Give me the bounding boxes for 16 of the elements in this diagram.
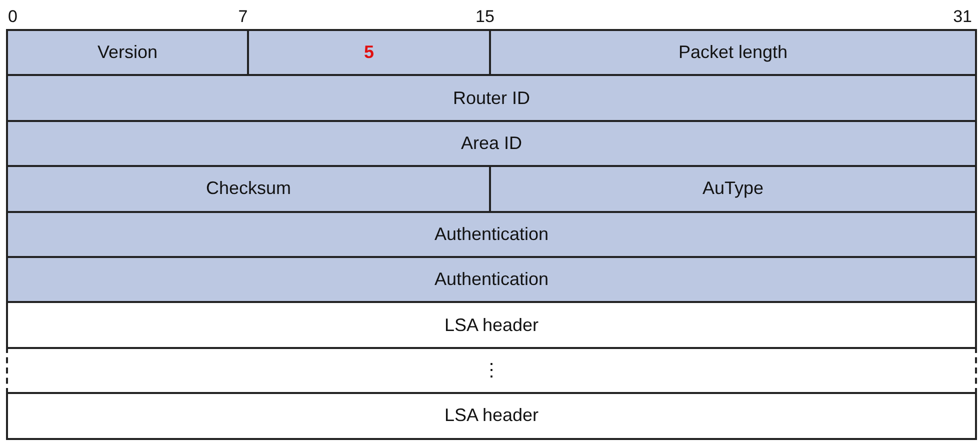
ellipsis-row: ⋮: [6, 346, 977, 394]
field-cell: LSA header: [6, 301, 977, 349]
field-cell: Authentication: [6, 256, 977, 304]
field-cell: Version: [6, 29, 249, 76]
field-cell: Authentication: [6, 210, 977, 258]
bit-number: 0: [8, 8, 18, 26]
field-cell: Packet length: [489, 29, 977, 76]
field-cell: Checksum: [6, 165, 491, 213]
bit-number: 31: [953, 8, 972, 26]
bit-number: 15: [474, 8, 496, 26]
field-cell: LSA header: [6, 392, 977, 440]
field-cell: AuType: [489, 165, 977, 213]
bit-number: 7: [237, 8, 249, 26]
field-cell: Area ID: [6, 120, 977, 168]
field-cell: Router ID: [6, 74, 977, 122]
field-cell: 5: [247, 29, 491, 76]
